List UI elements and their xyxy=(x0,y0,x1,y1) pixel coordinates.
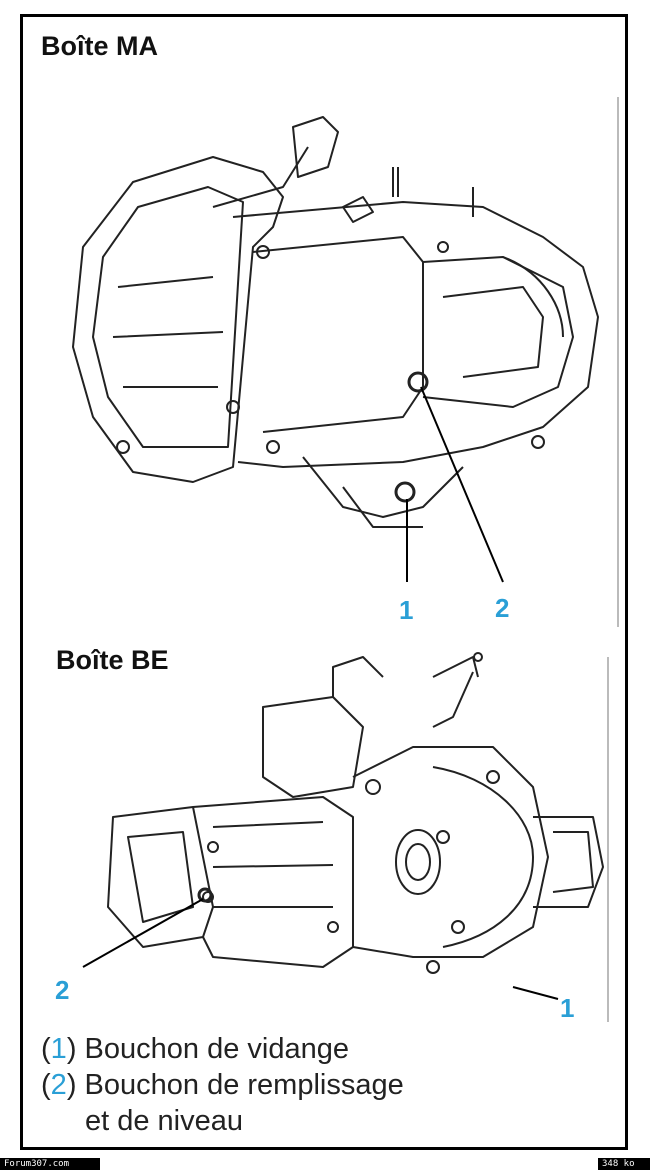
gearbox-be-illustration: 2 1 xyxy=(55,652,609,1023)
callout-be-1: 1 xyxy=(560,993,574,1023)
legend-text-2: Bouchon de remplissage xyxy=(84,1069,404,1101)
title-boite-ma: Boîte MA xyxy=(41,31,158,61)
document-frame: Boîte MA xyxy=(20,14,628,1150)
legend-num-2: 2 xyxy=(50,1069,67,1101)
footer-left-text: Forum307.com xyxy=(4,1159,70,1169)
footer-right-text: 348 ko xyxy=(602,1159,635,1169)
legend: (1) Bouchon de vidange (2) Bouchon de re… xyxy=(41,1031,404,1139)
callout-ma-1: 1 xyxy=(399,595,413,625)
legend-item-2-continued: et de niveau xyxy=(85,1105,244,1137)
legend-text-1: Bouchon de vidange xyxy=(84,1033,349,1065)
legend-num-1: 1 xyxy=(50,1033,67,1065)
callout-ma-2: 2 xyxy=(495,593,509,623)
title-boite-be: Boîte BE xyxy=(56,645,169,675)
footer-right: 348 ko xyxy=(598,1158,650,1170)
legend-item-2: (2) Bouchon de remplissage xyxy=(41,1069,404,1101)
gearbox-ma-illustration: 1 2 xyxy=(72,97,619,627)
callout-be-2: 2 xyxy=(55,975,69,1005)
legend-item-1: (1) Bouchon de vidange xyxy=(41,1033,349,1065)
footer-left: Forum307.com xyxy=(0,1158,100,1170)
